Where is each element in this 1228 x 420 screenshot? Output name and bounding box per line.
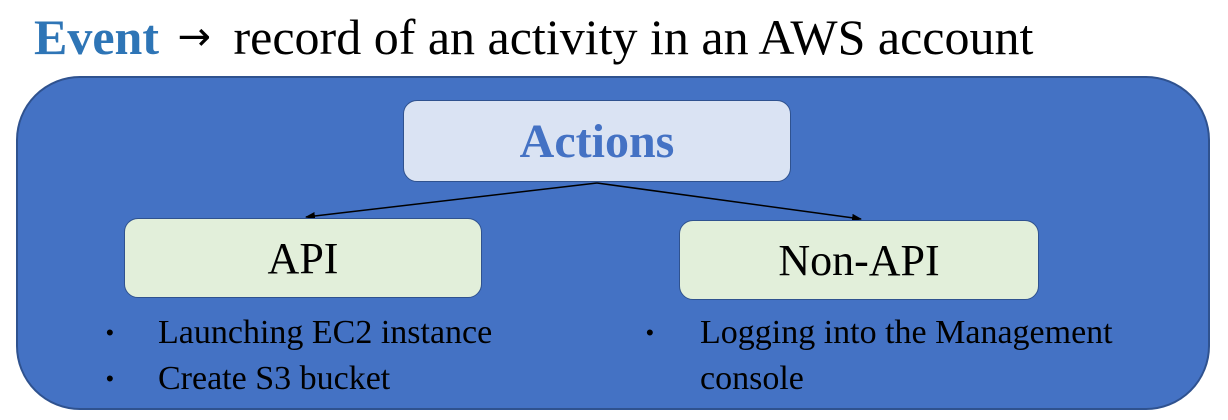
- api-label: API: [267, 233, 339, 283]
- bullet-icon: •: [646, 320, 654, 345]
- right-arrow-icon: →: [177, 14, 212, 60]
- non-api-box: Non-API: [679, 220, 1039, 300]
- api-example-text: Create S3 bucket: [158, 360, 391, 397]
- list-item: • Logging into the Management console: [646, 310, 1200, 402]
- api-examples-list: • Launching EC2 instance • Create S3 buc…: [106, 310, 493, 402]
- non-api-example-text: Logging into the Management console: [700, 314, 1113, 397]
- non-api-examples-list: • Logging into the Management console: [646, 310, 1200, 402]
- list-item: • Create S3 bucket: [106, 356, 492, 402]
- actions-label: Actions: [519, 114, 675, 168]
- slide-heading: Event → record of an activity in an AWS …: [34, 6, 1033, 72]
- api-example-text: Launching EC2 instance: [158, 314, 493, 351]
- list-item: • Launching EC2 instance: [106, 310, 493, 356]
- api-box: API: [124, 218, 482, 298]
- actions-box: Actions: [403, 100, 791, 182]
- bullet-icon: •: [106, 320, 114, 345]
- heading-term: Event: [34, 9, 159, 65]
- heading-definition: record of an activity in an AWS account: [233, 9, 1034, 65]
- bullet-icon: •: [106, 366, 114, 391]
- non-api-label: Non-API: [778, 235, 940, 285]
